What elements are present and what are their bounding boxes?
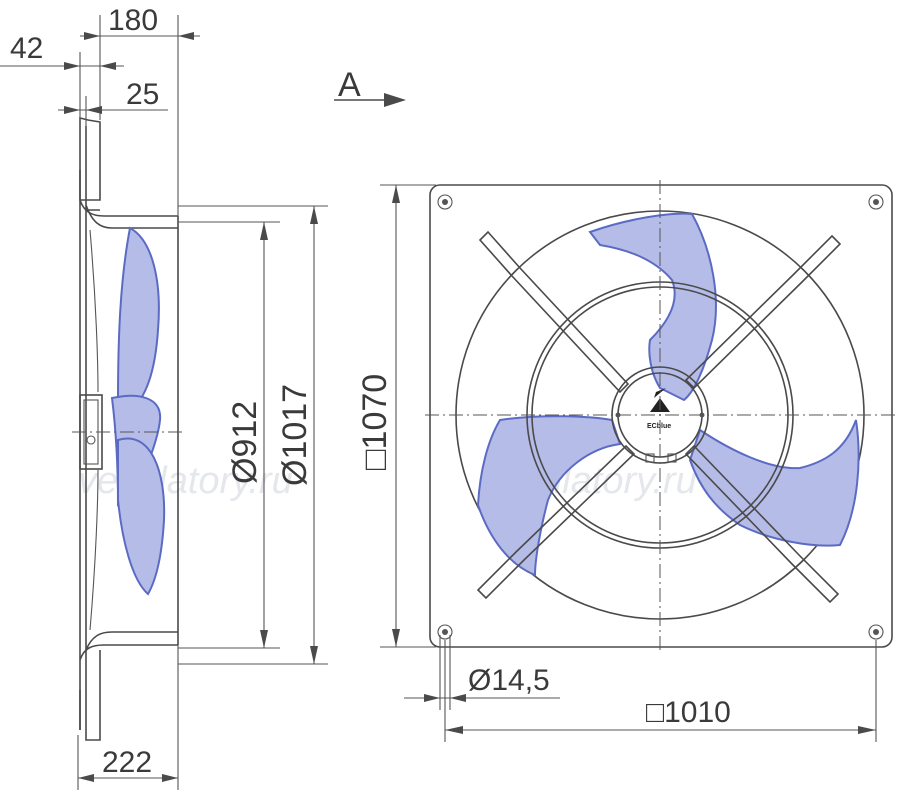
dim-1010-arrow-left bbox=[445, 726, 463, 734]
dim-222-label: 222 bbox=[102, 746, 152, 779]
dim-1070-arrow-bottom bbox=[392, 629, 400, 647]
ecblue-logo-text: ECblue bbox=[647, 423, 671, 430]
dim-1017-arrow-top bbox=[310, 206, 318, 224]
guard-arm-top-right bbox=[684, 234, 842, 390]
dim-912-arrow-bottom bbox=[260, 630, 268, 648]
hole-top-right bbox=[868, 194, 884, 210]
dim-hole-arrow-right bbox=[450, 694, 466, 702]
side-view-plate-outline bbox=[79, 116, 101, 201]
hole-bottom-left-center bbox=[442, 629, 448, 635]
guard-cross-arms bbox=[476, 230, 842, 604]
dim-180-arrow-left bbox=[84, 32, 100, 40]
view-a-label: A bbox=[338, 66, 361, 104]
front-blade-left bbox=[476, 415, 622, 577]
dim-1010-label: □1010 bbox=[646, 696, 731, 729]
hole-top-right-center bbox=[873, 199, 879, 205]
side-view-housing-lower bbox=[79, 631, 178, 730]
dim-912-label: Ø912 bbox=[226, 401, 264, 484]
side-view-blade-lower bbox=[117, 437, 166, 596]
watermark-left: ventilatory.ru bbox=[78, 460, 293, 502]
hole-top-left bbox=[437, 194, 453, 210]
hub-connector-2 bbox=[667, 453, 677, 463]
dim-222-arrow-right bbox=[162, 774, 178, 782]
dim-hole-arrow-left bbox=[424, 694, 440, 702]
dim-25-label: 25 bbox=[126, 78, 159, 111]
dim-42-arrow-left bbox=[64, 62, 80, 70]
dim-1070-label: □1070 bbox=[356, 374, 394, 470]
view-a-indicator: A bbox=[334, 66, 406, 107]
side-view-cone bbox=[89, 229, 99, 631]
hole-bottom-right bbox=[868, 624, 884, 640]
side-view-blade-upper bbox=[116, 226, 160, 401]
dim-180-arrow-right bbox=[178, 32, 194, 40]
side-view-dimensions: 180 42 25 222 Ø912 Ø1017 bbox=[0, 4, 328, 790]
front-blade-top bbox=[588, 212, 717, 402]
hub-connector-1 bbox=[645, 453, 655, 463]
ecblue-logo-bolt-icon bbox=[654, 388, 666, 398]
hole-bottom-right-center bbox=[873, 629, 879, 635]
corner-holes bbox=[437, 194, 884, 640]
dim-42-label: 42 bbox=[10, 32, 43, 65]
guard-arm-bottom-right bbox=[684, 444, 840, 604]
front-view: ECblue bbox=[425, 180, 895, 650]
dim-25-arrow-left bbox=[64, 106, 80, 114]
side-view-cable-gland bbox=[86, 435, 96, 445]
dim-180-label: 180 bbox=[108, 4, 158, 37]
dim-1010-arrow-right bbox=[858, 726, 876, 734]
hole-bottom-left bbox=[437, 624, 453, 640]
hole-top-left-center bbox=[442, 199, 448, 205]
dim-hole-label: Ø14,5 bbox=[468, 664, 550, 697]
dim-1017-arrow-bottom bbox=[310, 646, 318, 664]
dim-912-arrow-top bbox=[260, 222, 268, 240]
side-view bbox=[72, 116, 186, 741]
dim-25-arrow-right bbox=[86, 106, 102, 114]
ecblue-logo: ECblue bbox=[647, 388, 671, 430]
guard-arm-top-left bbox=[478, 230, 630, 394]
view-a-arrow-head bbox=[384, 93, 406, 107]
front-view-dimensions: □1070 Ø14,5 □1010 bbox=[356, 184, 877, 742]
dim-1070-arrow-top bbox=[392, 185, 400, 203]
dim-222-arrow-left bbox=[78, 774, 94, 782]
dim-1017-label: Ø1017 bbox=[276, 384, 314, 486]
dim-42-arrow-right bbox=[100, 62, 116, 70]
guard-arm-bottom-left bbox=[476, 444, 636, 600]
front-view-plate bbox=[429, 184, 893, 648]
